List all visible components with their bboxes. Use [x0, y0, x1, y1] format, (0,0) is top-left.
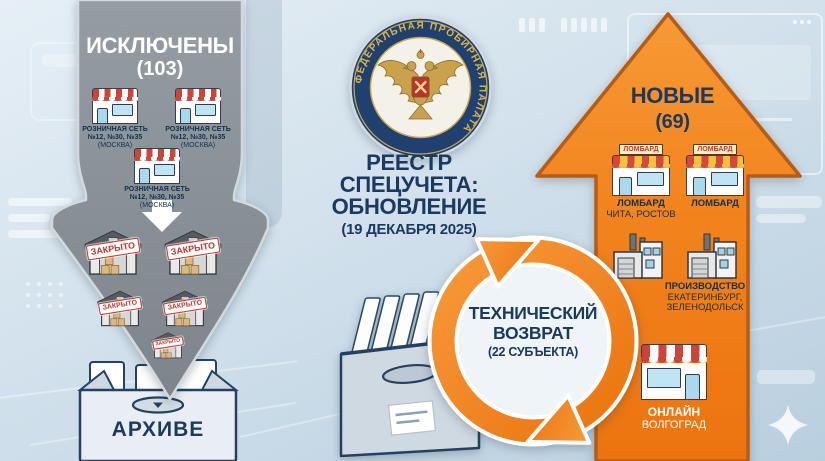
store-door [685, 374, 700, 399]
pawnshop-door [693, 177, 706, 195]
warehouse-closed-icon: ЗАКРЫТО [162, 288, 208, 328]
factory-icon [687, 233, 737, 279]
down-chevron-icon [142, 200, 182, 232]
store-label: РОЗНИЧНАЯ СЕТЬ №12, №30, №35 (МОСКВА) [124, 186, 190, 209]
pawnshop-door [619, 177, 632, 195]
production-label: ПРОИЗВОДСТВО ЕКАТЕРИНБУРГ, ЗЕЛЕНОДОЛЬСК [664, 281, 746, 313]
pawnshop-body [686, 168, 744, 196]
store-body [92, 101, 138, 124]
online-label: ОНЛАЙН ВОЛГОГРАД [641, 405, 707, 431]
main-title: РЕЕСТР СПЕЦУЧЕТА: ОБНОВЛЕНИЕ (19 ДЕКАБРЯ… [299, 150, 519, 239]
store-awning-scallops [92, 97, 138, 101]
archive-label: АРХИВЕ [111, 418, 205, 441]
factory-icon [613, 233, 663, 279]
store-awning-scallops [641, 357, 707, 363]
technical-return-line1: ТЕХНИЧЕСКИЙ [468, 303, 598, 323]
pawnshop-awning [686, 155, 744, 164]
technical-return-line3: (22 СУБЪЕКТА) [488, 345, 578, 360]
warehouse-closed-icon: ЗАКРЫТО [97, 288, 143, 328]
store-body [134, 161, 180, 184]
pawnshop-icon: ЛОМБАРД [686, 144, 744, 196]
new-title: НОВЫЕ [630, 83, 715, 108]
technical-return-label: ТЕХНИЧЕСКИЙ ВОЗВРАТ (22 СУБЪЕКТА) [450, 303, 616, 360]
pawnshop-awning-scallops [612, 164, 670, 168]
store-awning [175, 88, 221, 97]
store-label: РОЗНИЧНАЯ СЕТЬ №12, №30, №35 (МОСКВА) [165, 126, 231, 149]
crossed-hammers-icon [414, 80, 427, 94]
store-awning-scallops [134, 157, 180, 161]
store-label: РОЗНИЧНАЯ СЕТЬ №12, №30, №35 (МОСКВА) [82, 126, 148, 149]
pawnshop-sign: ЛОМБАРД [693, 144, 737, 155]
store-awning [92, 88, 138, 97]
store-awning [134, 148, 180, 157]
retail-store-icon [175, 88, 221, 124]
pawnshop-sign: ЛОМБАРД [619, 144, 663, 155]
store-window [195, 104, 216, 116]
store-awning-scallops [175, 97, 221, 101]
store-window [154, 164, 175, 176]
pawnshop-awning [612, 155, 670, 164]
technical-return-cycle-icon [427, 235, 639, 447]
main-title-line3: (19 ДЕКАБРЯ 2025) [341, 221, 477, 238]
retail-store-icon [134, 148, 180, 184]
federal-assay-chamber-logo: ФЕДЕРАЛЬНАЯ ПРОБИРНАЯ ПАЛАТА [349, 16, 492, 159]
main-title-line1: РЕЕСТР СПЕЦУЧЕТА: [339, 150, 479, 197]
store-window [112, 104, 133, 116]
warehouse-closed-icon: ЗАКРЫТО [164, 228, 222, 276]
pawnshop-window [711, 172, 738, 186]
warehouse-closed-icon: ЗАКРЫТО [84, 228, 142, 276]
online-store-icon [641, 344, 707, 400]
pawnshop-body [612, 168, 670, 196]
pawnshop-awning-scallops [686, 164, 744, 168]
main-title-line2: ОБНОВЛЕНИЕ [331, 194, 487, 219]
retail-store-icon [92, 88, 138, 124]
pawnshop-label: ЛОМБАРД [691, 198, 739, 209]
store-door [139, 168, 150, 183]
cycle-arrowhead [474, 237, 541, 289]
excluded-count: (103) [136, 58, 184, 80]
new-count: (69) [655, 111, 690, 134]
technical-return-line2: ВОЗВРАТ [493, 322, 573, 343]
pawnshop-window [637, 172, 664, 186]
store-body [175, 101, 221, 124]
store-door [97, 108, 108, 123]
pawnshop-icon: ЛОМБАРД [612, 144, 670, 196]
store-window [647, 368, 681, 388]
excluded-title: ИСКЛЮЧЕНЫ [86, 33, 234, 58]
new-entries-header: НОВЫЕ (69) [600, 84, 745, 134]
store-awning [641, 344, 707, 357]
store-door [180, 108, 191, 123]
store-body [641, 363, 707, 400]
cycle-arrowhead [525, 393, 592, 445]
pawnshop-label: ЛОМБАРД ЧИТА, РОСТОВ [606, 198, 676, 220]
warehouse-closed-icon: ЗАКРЫТО [151, 331, 185, 359]
